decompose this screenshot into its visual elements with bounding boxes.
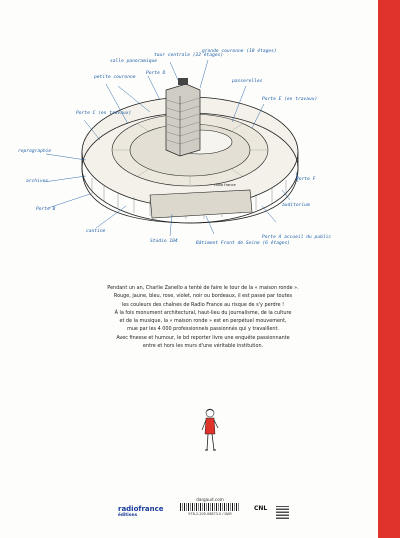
label-tour-centrale: tour centrale (22 étages) [154,51,223,58]
label-porte-e: Porte E (en travaux) [262,96,317,102]
label-salle-panoramique: salle panoramique [110,58,157,64]
tour-centrale [165,78,201,157]
cnl-logo: CNL [254,505,268,512]
label-studio-104: Studio 104 [150,238,178,244]
label-archives: archives [26,178,48,184]
maison-ronde-illustration: radio france salle panoramique tour cent… [18,47,331,246]
blurb-line: les couleurs des chaînes de Radio France… [121,301,285,308]
label-batiment-front-de-seine: Bâtiment Front de Seine (6 étages) [196,239,290,246]
label-porte-c: Porte C (en travaux) [76,110,131,116]
spine-red-band [378,0,400,538]
qr-code [276,506,289,519]
blurb-line: Pendant un an, Charlie Zanello a tenté d… [107,285,299,291]
radio-france-editions-logo: radiofrance éditions [118,505,164,517]
barcode [180,503,240,511]
label-passerelles: passerelles [232,78,263,84]
label-porte-b: Porte B [36,206,56,212]
label-petite-couronne: petite couronne [94,74,136,80]
isbn-text: 978-2-205-08873-0 / DAR [188,512,232,516]
blurb-line: mue par les 4 000 professionnels passion… [127,326,279,333]
publisher-website[interactable]: dargaud.com [196,497,224,502]
label-cantine: cantine [86,228,106,234]
blurb-line: À la fois monument architectural, haut-l… [114,309,292,316]
blurb-line: Rouge, jaune, bleu, rose, violet, noir o… [113,293,293,300]
blurb-line: et de la musique, la « maison ronde » es… [119,318,287,325]
radio-france-sign: radio france [214,183,236,187]
reporter-character [201,408,219,451]
blurb-line: Avec finesse et humour, le bd reporter l… [116,334,290,341]
label-grande-couronne: grande couronne (10 étages) [202,47,277,54]
back-cover: radio france salle panoramique tour cent… [18,47,332,519]
back-cover-blurb: Pendant un an, Charlie Zanello a tenté d… [82,284,324,350]
label-auditorium: auditorium [282,202,310,208]
blurb-line: entre et hors les murs d'une véritable i… [142,343,264,350]
label-porte-f: Porte F [296,176,316,182]
label-reprographie: reprographie [18,148,51,154]
label-porte-d: Porte D [146,70,166,76]
label-porte-a: Porte A accueil du public [262,234,331,240]
